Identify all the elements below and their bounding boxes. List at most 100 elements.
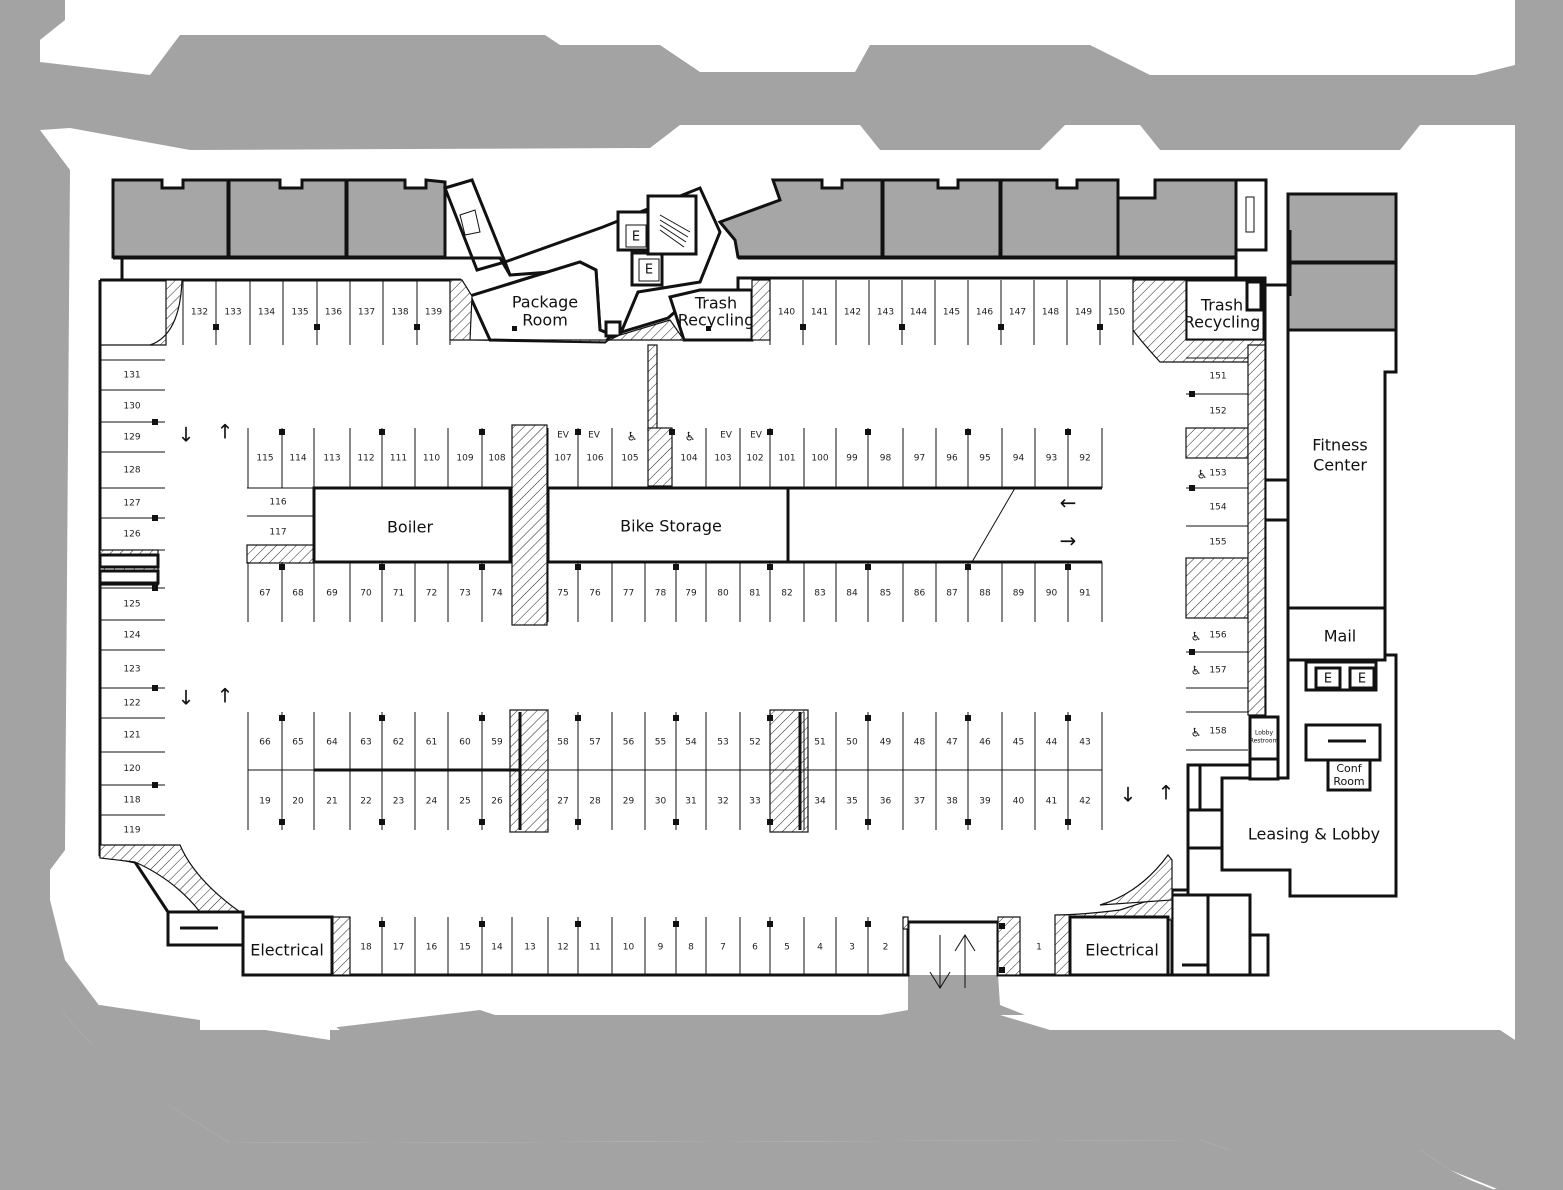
structural-column bbox=[479, 921, 485, 927]
structural-column bbox=[767, 921, 773, 927]
mail-label: Mail bbox=[1324, 627, 1357, 646]
stall-number: 7 bbox=[720, 943, 726, 953]
east-wing: Fitness Center Mail E E Conf Room Leasin… bbox=[1172, 230, 1398, 977]
ev-marker: EV bbox=[720, 431, 733, 441]
stall-number: 74 bbox=[491, 589, 503, 599]
stall-number: 35 bbox=[846, 797, 857, 807]
structural-column bbox=[152, 685, 158, 691]
structural-column bbox=[673, 564, 679, 570]
arrow-up-icon: ↑ bbox=[217, 684, 234, 708]
electrical-label: Electrical bbox=[250, 941, 324, 960]
lower-ground-patch bbox=[200, 1015, 340, 1030]
structural-column bbox=[965, 564, 971, 570]
stall-number: 37 bbox=[914, 797, 925, 807]
stall-number: 46 bbox=[979, 738, 991, 748]
stall-number: 34 bbox=[814, 797, 826, 807]
stall-number: 122 bbox=[123, 699, 140, 709]
accessible-icon: ♿ bbox=[627, 430, 638, 444]
stall-number: 43 bbox=[1079, 738, 1090, 748]
structural-column bbox=[279, 819, 285, 825]
stall-number: 84 bbox=[846, 589, 858, 599]
stall-number: 155 bbox=[1209, 538, 1226, 548]
stall-number: 96 bbox=[946, 454, 958, 464]
stall-number: 158 bbox=[1209, 727, 1226, 737]
structural-column bbox=[767, 429, 773, 435]
structural-column bbox=[965, 819, 971, 825]
stall-number: 87 bbox=[946, 589, 957, 599]
structural-column bbox=[998, 324, 1004, 330]
structural-column bbox=[1065, 429, 1071, 435]
stall-number: 149 bbox=[1075, 308, 1092, 318]
stall-number: 80 bbox=[717, 589, 729, 599]
accessible-icon: ♿ bbox=[1197, 468, 1208, 482]
arrow-up-icon: ↑ bbox=[217, 420, 234, 444]
stall-number: 62 bbox=[393, 738, 404, 748]
accessible-icon: ♿ bbox=[1191, 726, 1202, 740]
stall-number: 106 bbox=[586, 454, 603, 464]
stall-number: 59 bbox=[491, 738, 503, 748]
stall-number: 39 bbox=[979, 797, 991, 807]
stall-number: 146 bbox=[976, 308, 993, 318]
accessible-icon: ♿ bbox=[1191, 664, 1202, 678]
stall-number: 127 bbox=[123, 499, 140, 509]
stall-number: 1 bbox=[1036, 943, 1042, 953]
traffic-arrows: ↓ ↑ ↓ ↑ ← → ↓ ↑ bbox=[178, 420, 1174, 989]
structural-column bbox=[575, 429, 581, 435]
stall-number: 115 bbox=[256, 454, 273, 464]
elevator-label: E bbox=[1358, 672, 1366, 687]
package-room-label-2: Room bbox=[522, 311, 568, 330]
stall-number: 112 bbox=[357, 454, 374, 464]
stall-number: 57 bbox=[589, 738, 600, 748]
structural-column bbox=[800, 324, 806, 330]
stall-number: 36 bbox=[880, 797, 892, 807]
structural-column bbox=[575, 819, 581, 825]
stall-number: 44 bbox=[1046, 738, 1058, 748]
stair-treads bbox=[659, 214, 691, 248]
west-road bbox=[0, 0, 110, 1020]
stall-number: 13 bbox=[524, 943, 535, 953]
stall-number: 95 bbox=[979, 454, 990, 464]
structural-column bbox=[673, 715, 679, 721]
stall-number: 8 bbox=[688, 943, 694, 953]
stall-number: 5 bbox=[784, 943, 790, 953]
stall-number: 76 bbox=[589, 589, 601, 599]
stall-number: 121 bbox=[123, 731, 140, 741]
structural-column bbox=[379, 921, 385, 927]
structural-column bbox=[865, 564, 871, 570]
stall-markers: EV EV EV EV ♿ ♿ ♿ ♿ ♿ ♿ bbox=[557, 430, 1207, 740]
stall-number: 120 bbox=[123, 764, 140, 774]
structural-column bbox=[865, 819, 871, 825]
stall-number: 50 bbox=[846, 738, 858, 748]
stall-number: 100 bbox=[811, 454, 828, 464]
stall-number: 63 bbox=[360, 738, 371, 748]
structural-column bbox=[152, 782, 158, 788]
south-road bbox=[0, 995, 1495, 1190]
stall-number: 54 bbox=[685, 738, 697, 748]
structural-column bbox=[379, 819, 385, 825]
stall-number: 131 bbox=[123, 371, 140, 381]
structural-column bbox=[152, 515, 158, 521]
ev-marker: EV bbox=[750, 431, 763, 441]
stall-number: 137 bbox=[358, 308, 375, 318]
accessible-icon: ♿ bbox=[685, 430, 696, 444]
stall-number: 101 bbox=[778, 454, 795, 464]
arrow-right-icon: → bbox=[1060, 529, 1077, 553]
stall-number: 79 bbox=[685, 589, 697, 599]
stall-number: 29 bbox=[623, 797, 635, 807]
elevator-label: E bbox=[1324, 672, 1332, 687]
stall-number: 22 bbox=[360, 797, 371, 807]
stall-number: 56 bbox=[623, 738, 635, 748]
stall-number: 67 bbox=[259, 589, 270, 599]
stall-number: 109 bbox=[456, 454, 473, 464]
stall-number: 66 bbox=[259, 738, 271, 748]
arrow-down-icon bbox=[929, 935, 951, 989]
stall-number: 6 bbox=[752, 943, 758, 953]
arrow-up-icon bbox=[954, 934, 976, 988]
stall-number: 53 bbox=[717, 738, 728, 748]
boiler-room bbox=[312, 486, 512, 564]
conf-room-label-1: Conf bbox=[1336, 762, 1362, 775]
stall-number: 88 bbox=[979, 589, 991, 599]
arrow-down-icon: ↓ bbox=[178, 423, 195, 447]
stall-number: 14 bbox=[491, 943, 503, 953]
